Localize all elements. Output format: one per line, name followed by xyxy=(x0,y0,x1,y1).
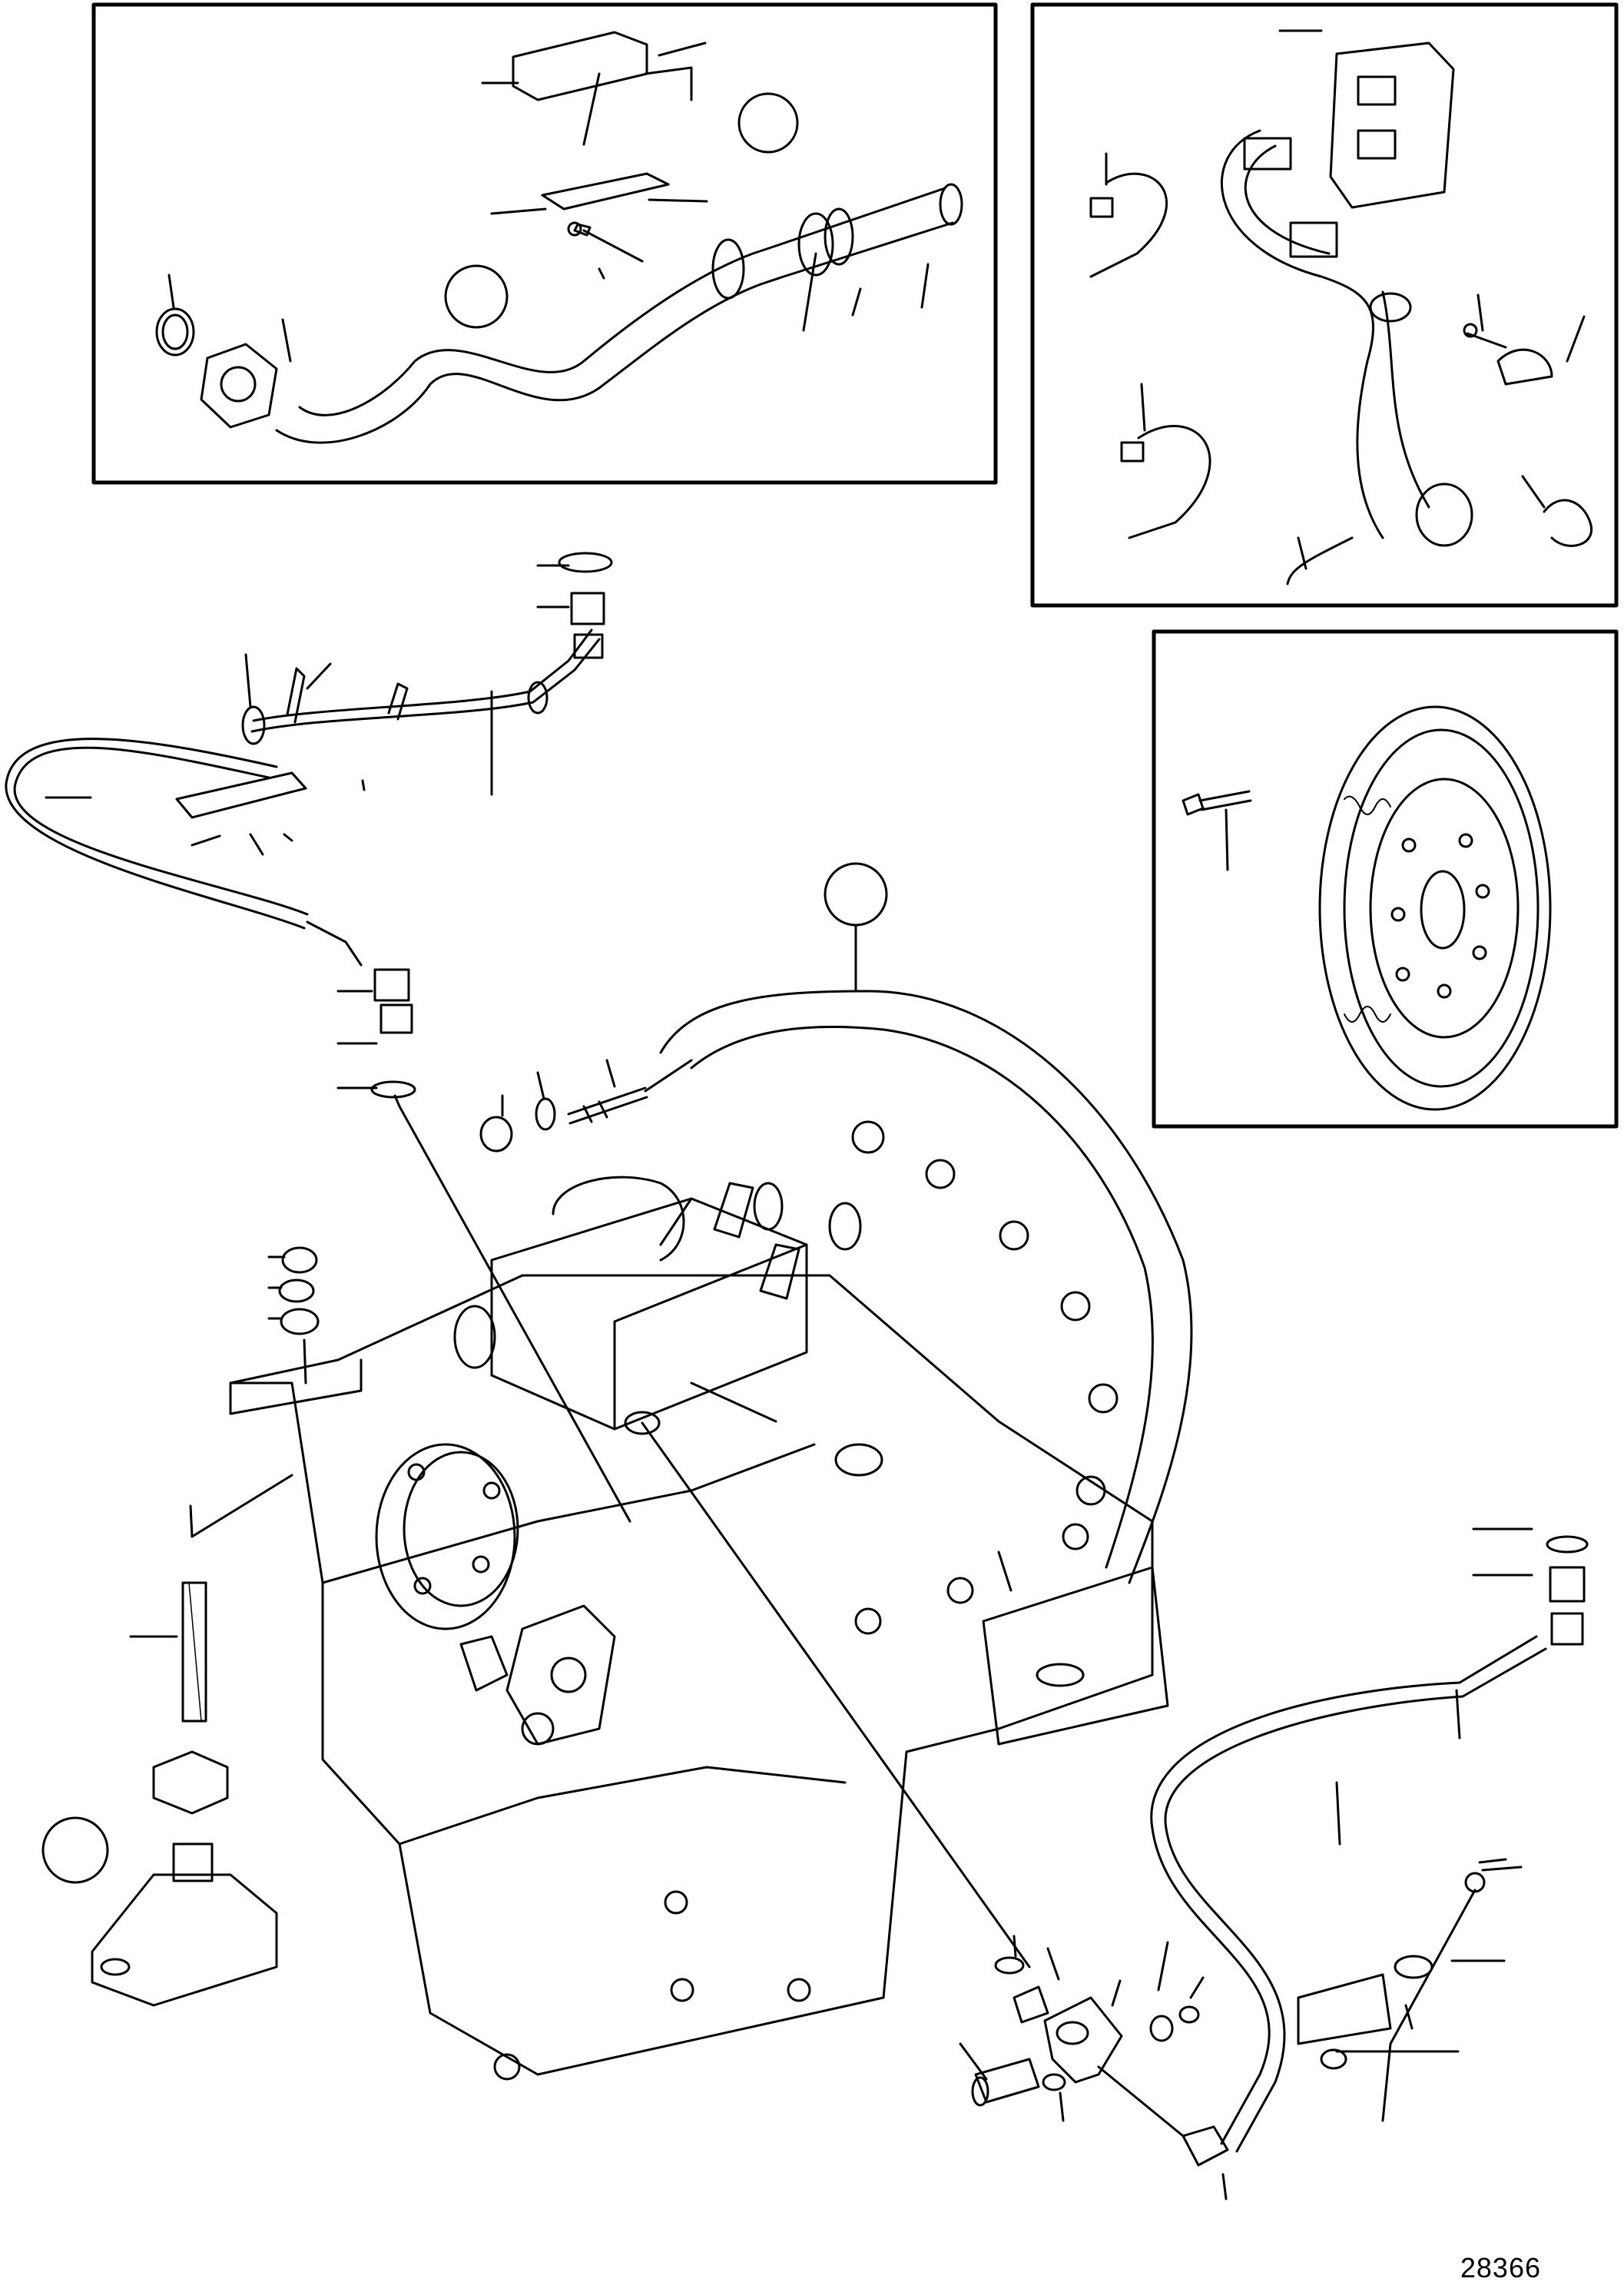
flywheel-inset xyxy=(1152,629,1619,1129)
callout-circles xyxy=(41,862,888,1884)
oil-line-assembly-right xyxy=(1150,1527,1589,2153)
wiring-harness-inset xyxy=(1030,2,1619,608)
tee-fitting-assembly xyxy=(959,1935,1229,2200)
bolt-set-center xyxy=(479,1059,693,1152)
figure-number: 28366 xyxy=(1460,2252,1541,2283)
engine-mount-left xyxy=(91,1246,320,2007)
gearbox-body xyxy=(229,990,1193,2081)
cooling-hose-inset xyxy=(91,2,998,485)
oil-line-assembly-left xyxy=(5,552,631,1523)
